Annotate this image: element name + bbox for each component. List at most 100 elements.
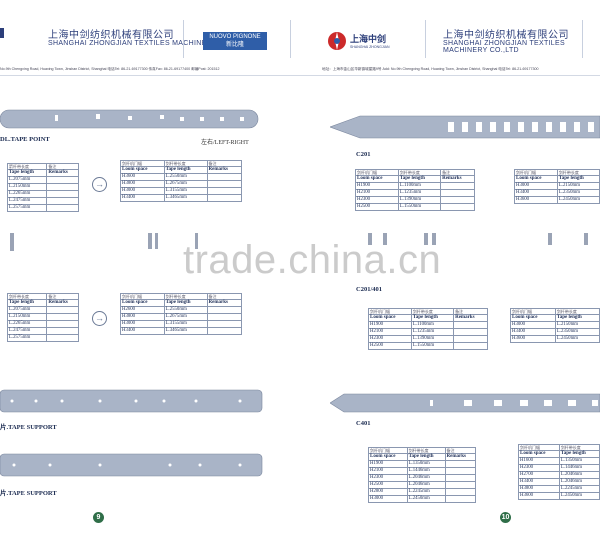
table-cell: L.1235mm bbox=[397, 189, 442, 197]
table-header: Tape length bbox=[163, 299, 208, 307]
table-cell: H3600 bbox=[120, 173, 165, 181]
tape-support-drawing-2 bbox=[0, 453, 263, 477]
table-row: L.2265mm bbox=[6, 190, 79, 198]
table-cell bbox=[46, 176, 79, 184]
table-cell: L.2150mm bbox=[556, 182, 600, 190]
tape-support-label-1: 片.TAPE SUPPORT bbox=[0, 424, 57, 431]
table-cell: L.2150mm bbox=[6, 183, 48, 191]
table-cell bbox=[206, 313, 243, 321]
table-cell: L.2265mm bbox=[6, 320, 48, 328]
table-row: L.2150mm bbox=[6, 313, 79, 321]
table-cell: H2300 bbox=[355, 196, 399, 204]
c201-401-label: C201/401 bbox=[356, 286, 382, 293]
table-cell bbox=[206, 173, 243, 181]
table-header: Tape length bbox=[406, 453, 446, 461]
tape-point-drawing bbox=[0, 109, 259, 129]
header-left-company-cn: 上海中剑纺织机械有限公司 bbox=[48, 30, 174, 41]
table-cell: H3000 bbox=[120, 320, 165, 328]
table-cell: H3800 bbox=[120, 313, 165, 321]
table-cell: L.2475mm bbox=[6, 327, 48, 335]
table-cell: H3400 bbox=[120, 194, 165, 202]
table-header: Remarks bbox=[206, 166, 243, 174]
table-cell bbox=[206, 187, 243, 195]
table-cell bbox=[46, 313, 79, 321]
table-cell: L.2046mm bbox=[558, 471, 600, 479]
tape-support-label-2: 片.TAPE SUPPORT bbox=[0, 490, 57, 497]
table-cell: L.1550mm bbox=[397, 203, 442, 211]
table-cell bbox=[440, 196, 475, 204]
tape-stub bbox=[195, 233, 198, 249]
table-cell: L.2450mm bbox=[554, 335, 600, 343]
table-cell: L.2046mm bbox=[558, 478, 600, 486]
arrow-right-icon: → bbox=[92, 311, 107, 326]
table-row: L.2075mm bbox=[6, 176, 79, 184]
table-header: Tape length bbox=[6, 169, 48, 177]
table-cell: L.2675mm bbox=[163, 313, 208, 321]
header-right-company-en: SHANGHAI ZHONGJIAN TEXTILES MACHINERY CO… bbox=[443, 40, 565, 54]
table-row: L.2150mm bbox=[6, 183, 79, 191]
table-cell: L.2075mm bbox=[6, 176, 48, 184]
table-cell bbox=[444, 460, 477, 468]
header-right-company-cn: 上海中剑纺织机械有限公司 bbox=[443, 30, 569, 41]
table-cell: L.2575mm bbox=[6, 204, 48, 212]
table-cell bbox=[444, 495, 477, 503]
header-right-edge bbox=[582, 20, 583, 58]
table-cell: L.2150mm bbox=[554, 321, 600, 329]
table-cell: L.2675mm bbox=[163, 180, 208, 188]
table-cell: H1900 bbox=[355, 182, 399, 190]
header-divider bbox=[425, 20, 426, 58]
table-cell: L.1446mm bbox=[558, 464, 600, 472]
table-cell bbox=[46, 320, 79, 328]
address-line-right: 地址：上海市金山区华新镇城星路9号 Add: No.9th Chengxing … bbox=[322, 67, 539, 71]
table-header: Remarks bbox=[444, 453, 477, 461]
table-cell bbox=[206, 306, 243, 314]
table-cell bbox=[206, 327, 243, 335]
table-cell: H2600 bbox=[120, 306, 165, 314]
tape-stub bbox=[383, 233, 387, 245]
header-divider bbox=[183, 20, 184, 58]
table-header: Tape length bbox=[556, 175, 600, 183]
tape-stub bbox=[155, 233, 158, 249]
header-left-company-en: SHANGHAI ZHONGJIAN TEXTILES MACHINERY CO… bbox=[48, 40, 249, 47]
table-cell: L.3155mm bbox=[163, 320, 208, 328]
table-cell: L.2350mm bbox=[554, 328, 600, 336]
table-cell: H2300 bbox=[518, 464, 560, 472]
table-cell: L.2245mm bbox=[406, 488, 446, 496]
logo-text-cn: 上海中剑 bbox=[350, 34, 387, 44]
table-header: Loom space bbox=[514, 175, 558, 183]
table-cell: H3800 bbox=[120, 180, 165, 188]
table-cell bbox=[46, 183, 79, 191]
table-cell: H3400 bbox=[510, 328, 556, 336]
table-header: Tape length bbox=[397, 175, 442, 183]
table-cell: H3600 bbox=[518, 492, 560, 500]
table-cell: H3000 bbox=[368, 495, 408, 503]
c201-tape-drawing bbox=[330, 115, 600, 139]
table-cell: L.1350mm bbox=[558, 457, 600, 465]
table-cell: L.2150mm bbox=[6, 313, 48, 321]
tape-point-label: DL.TAPE POINT bbox=[0, 136, 50, 143]
table-cell: L.3155mm bbox=[163, 187, 208, 195]
table-cell bbox=[440, 203, 475, 211]
